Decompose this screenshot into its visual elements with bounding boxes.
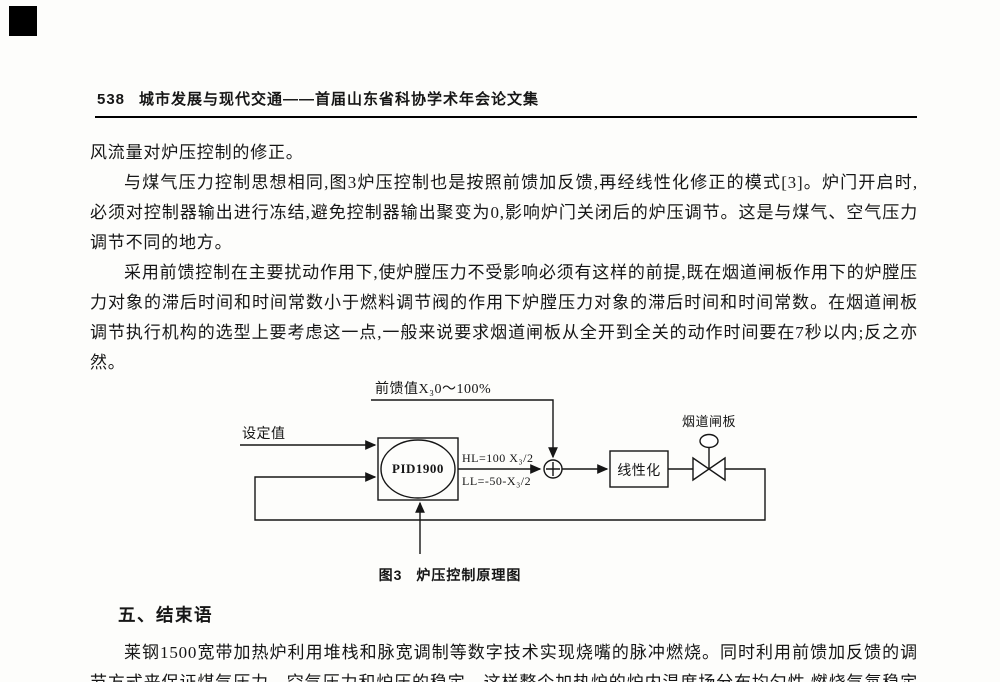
article-body: 风流量对炉压控制的修正。 与煤气压力控制思想相同,图3炉压控制也是按照前馈加反馈… <box>90 138 918 682</box>
feedforward-line <box>371 399 558 459</box>
figure-control-diagram: 前馈值X₃0～100% 设定值 PID1900 HL=100 X₃/2 LL=-… <box>90 380 918 590</box>
figure-caption: 图3 炉压控制原理图 <box>90 560 810 590</box>
header-title: 城市发展与现代交通——首届山东省科协学术年会论文集 <box>139 91 540 108</box>
low-limit-label: LL=-50-X₃/2 <box>462 474 531 488</box>
pid-label: PID1900 <box>392 461 444 476</box>
feedforward-label: 前馈值X₃0～100% <box>375 380 491 397</box>
valve-actuator <box>699 433 719 449</box>
damper-label: 烟道闸板 <box>682 414 736 429</box>
header-rule <box>95 116 917 118</box>
paragraph: 风流量对炉压控制的修正。 <box>90 143 304 162</box>
feedback-line <box>254 468 766 521</box>
paragraph: 莱钢1500宽带加热炉利用堆栈和脉宽调制等数字技术实现烧嘴的脉冲燃烧。同时利用前… <box>90 643 918 682</box>
summing-plus-icon <box>546 462 560 476</box>
high-limit-label: HL=100 X₃/2 <box>462 451 533 465</box>
section-heading-conclusion: 五、结束语 <box>118 605 213 625</box>
figure-caption-title: 炉压控制原理图 <box>416 567 522 583</box>
linearization-label: 线性化 <box>617 463 661 479</box>
damper-valve-icon <box>692 456 726 482</box>
setpoint-label: 设定值 <box>242 426 286 442</box>
furnace-pressure-diagram: 前馈值X₃0～100% 设定值 PID1900 HL=100 X₃/2 LL=-… <box>240 380 766 554</box>
paragraph: 采用前馈控制在主要扰动作用下,使炉膛压力不受影响必须有这样的前提,既在烟道闸板作… <box>90 263 918 372</box>
figure-caption-number: 图3 <box>378 567 403 583</box>
page-header: 538 城市发展与现代交通——首届山东省科协学术年会论文集 <box>97 88 917 109</box>
paragraph: 与煤气压力控制思想相同,图3炉压控制也是按照前馈加反馈,再经线性化修正的模式[3… <box>90 173 918 252</box>
page-number: 538 <box>97 91 126 108</box>
pid-block <box>380 439 456 499</box>
scan-artifact-square <box>9 6 37 36</box>
